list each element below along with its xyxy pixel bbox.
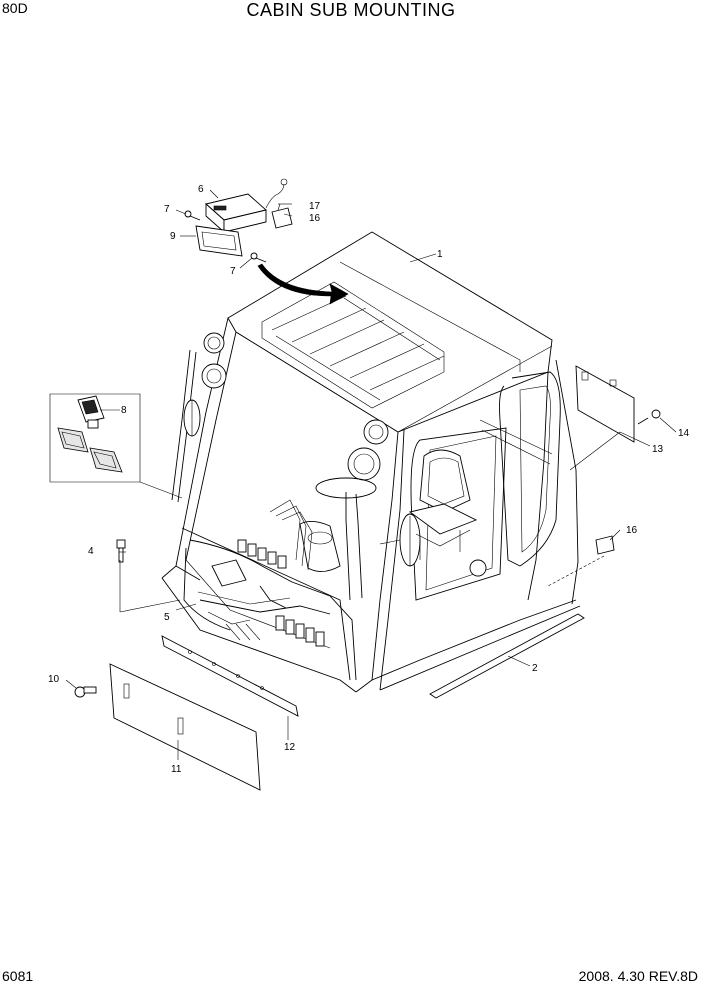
callout-9: 9	[170, 231, 176, 242]
callout-14: 14	[678, 428, 690, 439]
bolt-10	[74, 686, 97, 698]
callout-13: 13	[652, 444, 664, 455]
door-strip-2	[429, 613, 585, 699]
callout-10: 10	[48, 674, 60, 685]
radio-6	[205, 193, 267, 234]
right-work-lights	[347, 419, 421, 567]
switch-16-right	[595, 535, 615, 555]
model-code: 80D	[2, 0, 28, 16]
callout-labels: 1 2 4 5 6 7 7 8 9 10 11 12 13 14 16 16 1…	[48, 184, 690, 775]
cabin-frame	[161, 231, 581, 693]
callout-7a: 7	[164, 204, 170, 215]
leader-lines	[65, 189, 677, 760]
left-work-lights	[171, 332, 227, 503]
control-valve-tubes	[269, 499, 313, 571]
bezel-9	[195, 225, 243, 257]
callout-1: 1	[437, 249, 443, 260]
bolt-4	[116, 539, 126, 563]
leader-dashed	[547, 555, 605, 587]
callout-7b: 7	[230, 266, 236, 277]
callout-17: 17	[309, 201, 321, 212]
page-number: 6081	[2, 968, 34, 984]
screw-14	[637, 409, 661, 425]
cover-plate-11	[109, 663, 261, 791]
callout-11: 11	[171, 764, 182, 775]
date-revision: 2008. 4.30 REV.8D	[578, 968, 698, 984]
screw-7a	[184, 210, 201, 221]
steering-column	[299, 477, 377, 601]
page-title: CABIN SUB MOUNTING	[246, 0, 456, 20]
callout-16b: 16	[626, 525, 638, 536]
callout-4: 4	[88, 546, 94, 557]
rear-cover-13	[575, 365, 635, 443]
inset-switch-8	[49, 393, 141, 483]
callout-8: 8	[121, 405, 127, 416]
screw-7b	[250, 252, 267, 263]
wire-harness	[183, 539, 357, 681]
callout-12: 12	[284, 742, 296, 753]
seal-strip-12	[161, 635, 299, 717]
callout-2: 2	[532, 663, 538, 674]
install-arrow	[257, 263, 349, 305]
callout-16a: 16	[309, 213, 321, 224]
callout-5: 5	[164, 612, 170, 623]
speaker-wire-17	[265, 178, 293, 229]
callout-6: 6	[198, 184, 204, 195]
operator-seat	[408, 449, 487, 577]
front-panel	[175, 527, 351, 681]
